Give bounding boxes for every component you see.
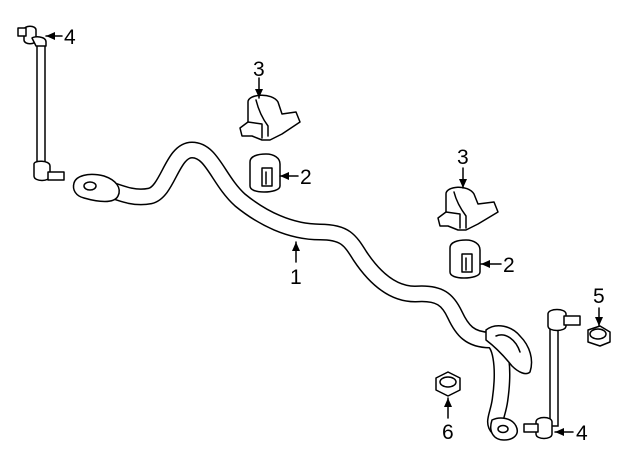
callout-3-upper: 3 [253,58,265,81]
callout-4-upper: 4 [64,26,76,49]
stabilizer-bar [72,141,533,441]
callout-3-lower: 3 [457,146,469,169]
leader-arrows [45,32,603,436]
bushing-lower [449,239,481,279]
link-nut-5 [587,325,611,347]
bushing-bracket-lower [437,186,499,231]
callout-5: 5 [593,285,605,308]
callout-4-lower: 4 [576,422,588,445]
stabilizer-link-right [523,308,581,440]
callout-1: 1 [290,266,302,289]
stabilizer-link-left [17,25,65,182]
bushing-bracket-upper [239,94,301,141]
callout-6: 6 [442,421,454,444]
callout-2-lower: 2 [503,254,515,277]
callout-2-upper: 2 [300,166,312,189]
bushing-upper [249,153,281,193]
link-nut-6 [435,371,461,397]
